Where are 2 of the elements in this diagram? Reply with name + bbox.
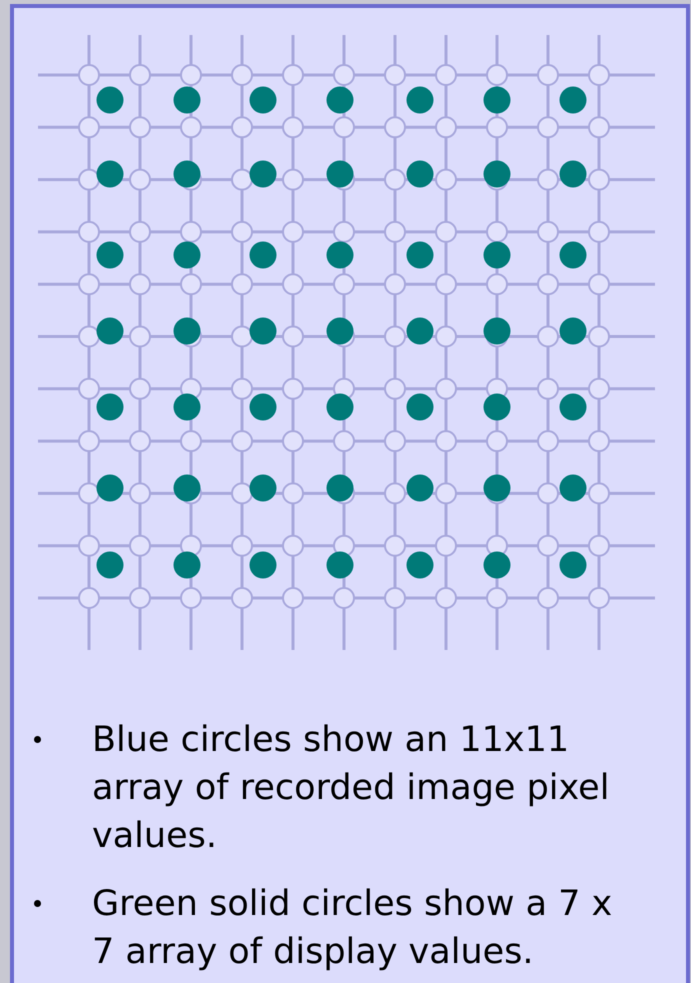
bullet-text: Blue circles show an 11x11 array of recorded image pixel values. <box>92 720 610 856</box>
bullet-text: Green solid circles show a 7 x 7 array of display values. <box>92 884 612 972</box>
